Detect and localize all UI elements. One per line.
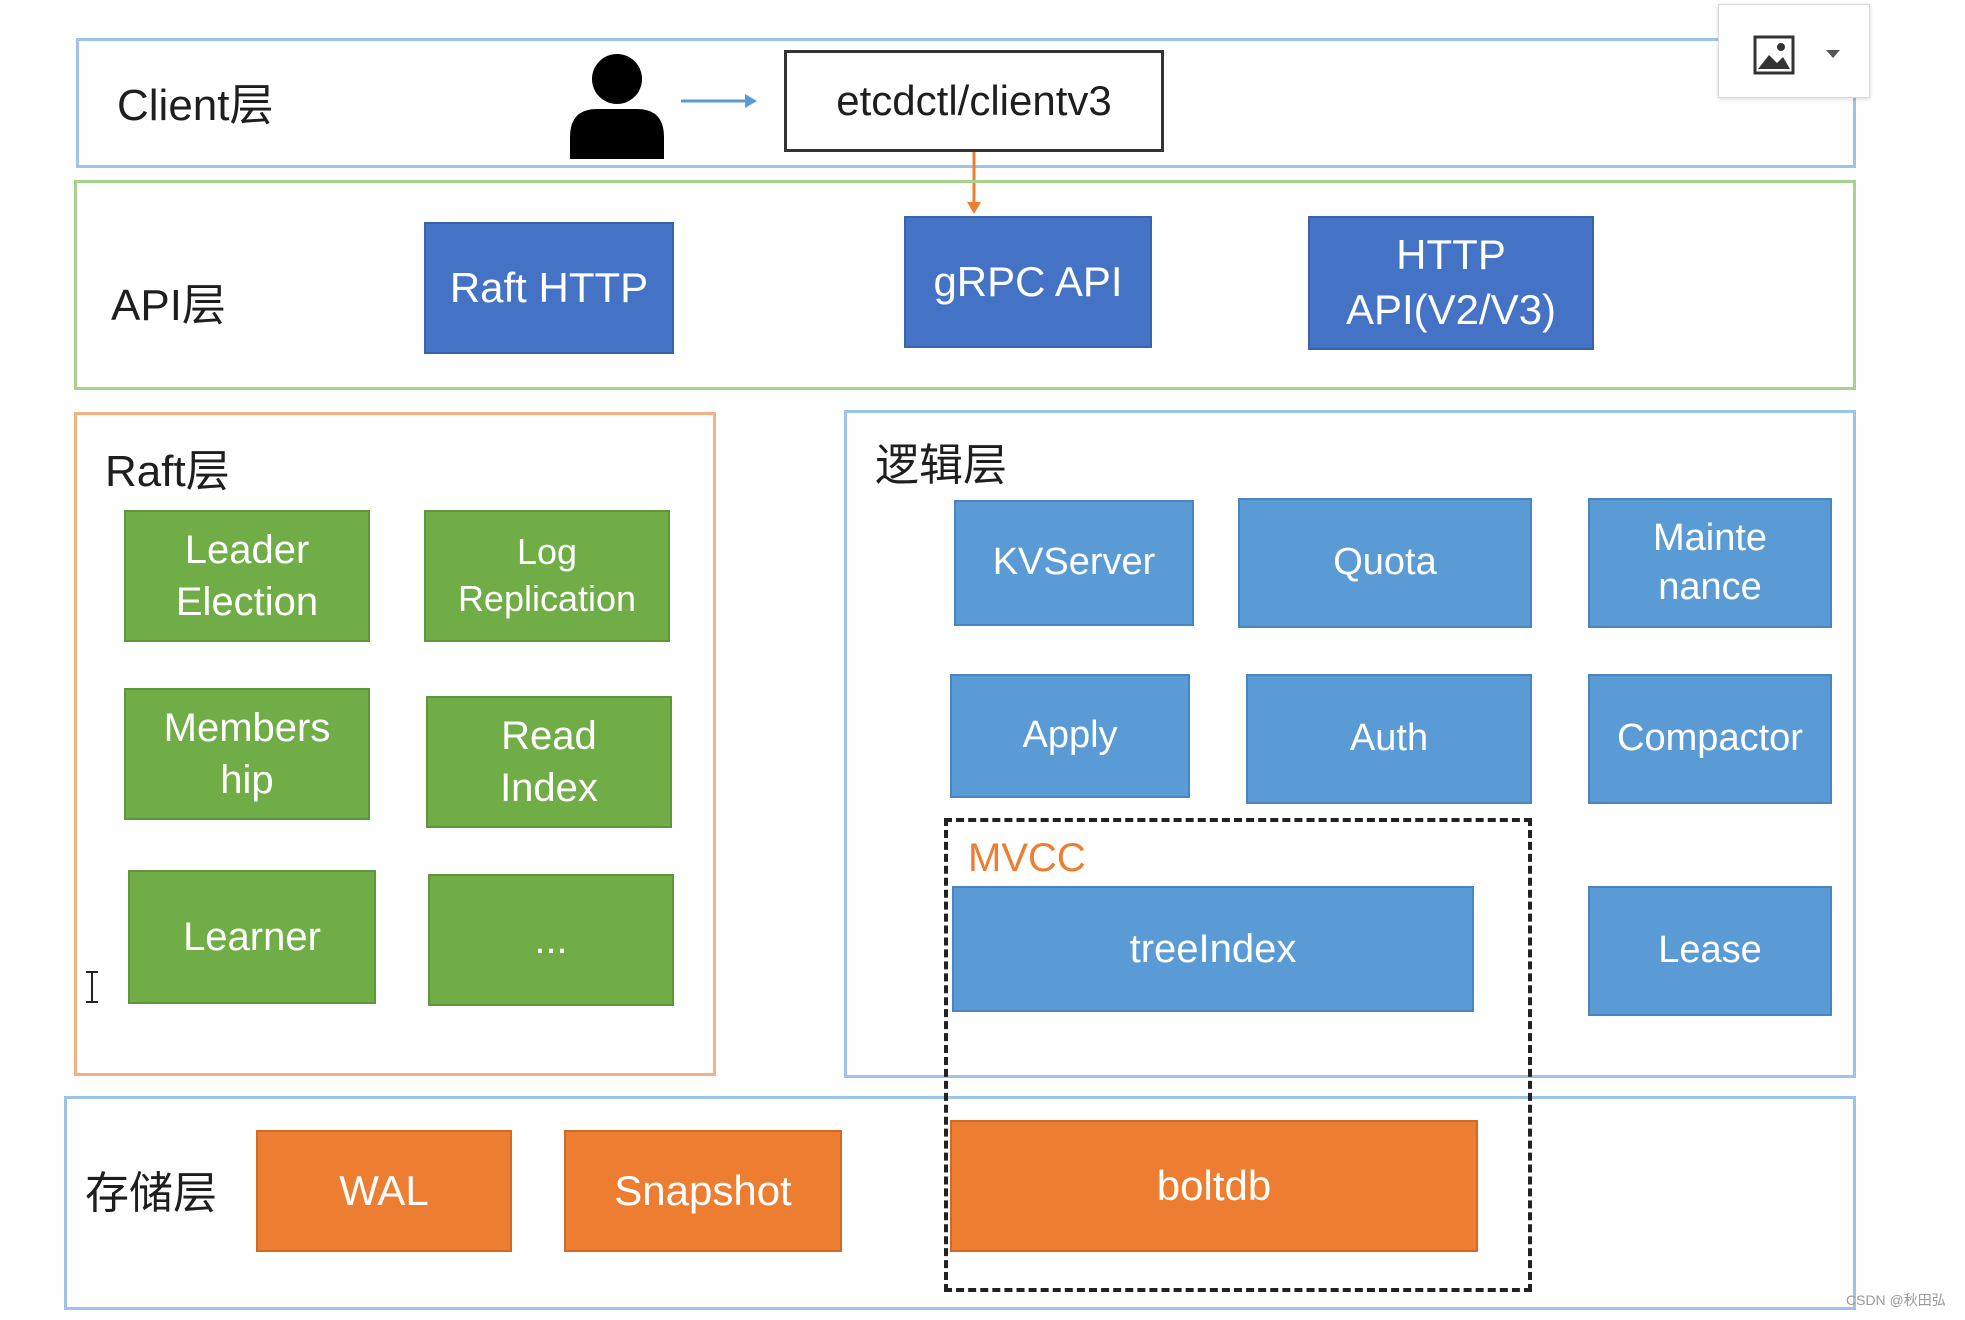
client-layer: Client层 [76,38,1856,168]
snapshot-box: Snapshot [564,1130,842,1252]
grpc-api-box: gRPC API [904,216,1152,348]
raft-layer-label: Raft层 [105,447,230,496]
lease-box: Lease [1588,886,1832,1016]
log-replication-box: Log Replication [424,510,670,642]
membership-box: Members hip [124,688,370,820]
storage-layer-label: 存储层 [85,1169,217,1218]
logic-layer: 逻辑层 [844,410,1856,1078]
leader-election-box: Leader Election [124,510,370,642]
kvserver-box: KVServer [954,500,1194,626]
etcdctl-clientv3-box: etcdctl/clientv3 [784,50,1164,152]
apply-box: Apply [950,674,1190,798]
text-cursor-icon [86,971,98,1003]
chevron-down-icon[interactable] [1825,49,1841,59]
storage-layer: 存储层 [64,1096,1856,1310]
quota-box: Quota [1238,498,1532,628]
maintenance-box: Mainte nance [1588,498,1832,628]
more-box: ... [428,874,674,1006]
learner-box: Learner [128,870,376,1004]
client-layer-label: Client层 [117,81,274,130]
watermark: CSDN @秋田弘 [1846,1292,1946,1308]
image-toolbar[interactable] [1718,4,1870,98]
raft-http-box: Raft HTTP [424,222,674,354]
logic-layer-label: 逻辑层 [875,441,1007,490]
auth-box: Auth [1246,674,1532,804]
image-icon[interactable] [1753,35,1795,75]
api-layer-label: API层 [111,281,226,330]
http-api-box: HTTP API(V2/V3) [1308,216,1594,350]
read-index-box: Read Index [426,696,672,828]
tree-index-box: treeIndex [952,886,1474,1012]
mvcc-group: MVCC [944,818,1532,1292]
api-layer: API层 [74,180,1856,390]
client-arrow [681,94,757,108]
wal-box: WAL [256,1130,512,1252]
person-icon [570,54,664,159]
boltdb-box: boltdb [950,1120,1478,1252]
raft-layer: Raft层 [74,412,716,1076]
mvcc-label: MVCC [968,836,1086,880]
client-to-grpc-arrow [967,152,981,214]
compactor-box: Compactor [1588,674,1832,804]
